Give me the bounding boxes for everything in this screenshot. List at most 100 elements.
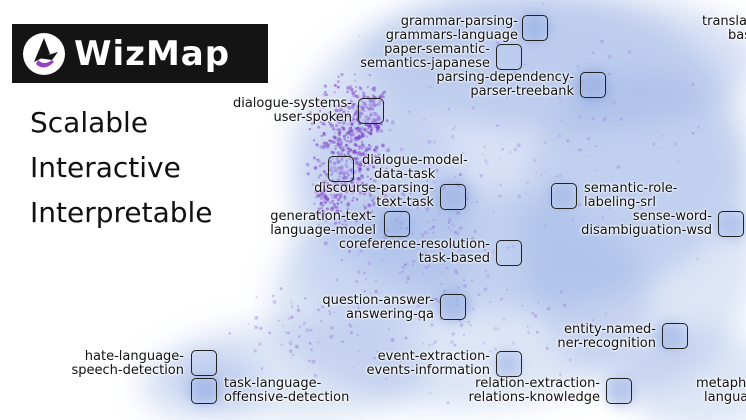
topic-label[interactable]: dialogue-systems-user-spoken [232,96,352,125]
topic-tile[interactable] [191,350,217,376]
topic-label[interactable]: grammar-parsing-grammars-language [385,14,518,43]
topic-tile[interactable] [580,72,606,98]
embedding-point [395,218,399,222]
embedding-point [332,161,337,166]
topic-label[interactable]: sense-word-disambiguation-wsd [581,209,712,238]
embedding-point [390,299,395,303]
embedding-point [331,151,336,155]
topic-label[interactable]: parsing-dependency-parser-treebank [436,70,574,99]
topic-tile[interactable] [496,240,522,266]
embedding-point [346,113,350,118]
topic-tile[interactable] [191,378,217,404]
embedding-point [433,189,437,193]
embedding-point [347,201,350,204]
embedding-point [370,129,373,132]
embedding-point [334,144,338,149]
embedding-point [450,134,455,139]
topic-label[interactable]: question-answer-answering-qa [322,293,434,322]
embedding-point [417,317,421,321]
topic-tile[interactable] [358,98,384,124]
topic-label[interactable]: translatbas [702,14,746,43]
embedding-point [333,91,336,94]
embedding-point [351,150,355,154]
embedding-point [293,216,297,221]
topic-label[interactable]: relation-extraction-relations-knowledge [468,376,600,405]
embedding-point [485,160,489,165]
topic-tile[interactable] [718,211,744,237]
embedding-point [376,174,381,178]
embedding-point [313,215,318,219]
topic-tile[interactable] [440,184,466,210]
topic-label[interactable]: paper-semantic-semantics-japanese [360,42,490,71]
embedding-point [290,316,294,319]
embedding-point [332,194,335,197]
embedding-point [305,162,310,167]
embedding-point [359,111,364,116]
embedding-point [359,110,362,113]
embedding-point [351,132,356,137]
embedding-point [368,103,372,107]
embedding-point [386,120,389,123]
embedding-point [353,143,357,147]
embedding-point [341,223,344,226]
embedding-point [464,76,468,80]
embedding-point [368,193,373,197]
embedding-point [343,138,346,141]
topic-tile[interactable] [328,156,354,182]
brand-name: WizMap [74,33,231,74]
topic-label[interactable]: event-extraction-events-information [366,349,490,378]
topic-tile[interactable] [496,351,522,377]
embedding-point [364,124,367,127]
embedding-point [391,119,395,123]
embedding-point [351,181,355,185]
embedding-point [331,169,335,173]
embedding-point [363,161,368,165]
embedding-point [349,87,354,92]
embedding-point [371,161,376,165]
embedding-point [368,73,371,77]
topic-label[interactable]: metapholanguage- [696,376,746,405]
embedding-point [493,326,498,331]
embedding-point [454,231,457,234]
embedding-point [372,111,375,114]
embedding-point [296,305,300,308]
embedding-point [354,127,358,130]
embedding-point [406,276,411,281]
embedding-point [342,119,347,124]
topic-label[interactable]: entity-named-ner-recognition [557,322,656,351]
embedding-point [338,131,341,134]
embedding-point [345,164,349,169]
embedding-point [350,191,354,195]
embedding-point [329,139,332,142]
topic-tile[interactable] [384,211,410,237]
topic-label[interactable]: dialogue-model-data-task [362,153,468,182]
topic-tile[interactable] [606,378,632,404]
embedding-point [326,143,331,147]
embedding-point [313,202,316,205]
topic-tile[interactable] [496,44,522,70]
topic-label[interactable]: task-language-offensive-detection [224,376,350,405]
embedding-point [349,187,353,190]
embedding-point [355,137,360,142]
topic-tile[interactable] [662,323,688,349]
embedding-point [335,117,340,121]
embedding-point [349,122,354,126]
topic-tile[interactable] [522,15,548,41]
embedding-point [336,193,340,197]
topic-label[interactable]: hate-language-speech-detection [71,349,185,378]
embedding-point [543,224,547,228]
embedding-point [354,90,357,93]
topic-tile[interactable] [551,183,577,209]
embedding-point [316,193,321,198]
topic-label[interactable]: discourse-parsing-text-task [314,181,434,210]
embedding-point [371,107,374,111]
topic-label[interactable]: coreference-resolution-task-based [338,237,490,266]
topic-label[interactable]: generation-text-language-model [270,209,376,238]
topic-label[interactable]: semantic-role-labeling-srl [584,181,678,210]
topic-tile[interactable] [440,294,466,320]
embedding-point [349,119,354,124]
embedding-point [320,162,325,166]
embedding-point [383,235,387,240]
embedding-point [372,201,376,205]
